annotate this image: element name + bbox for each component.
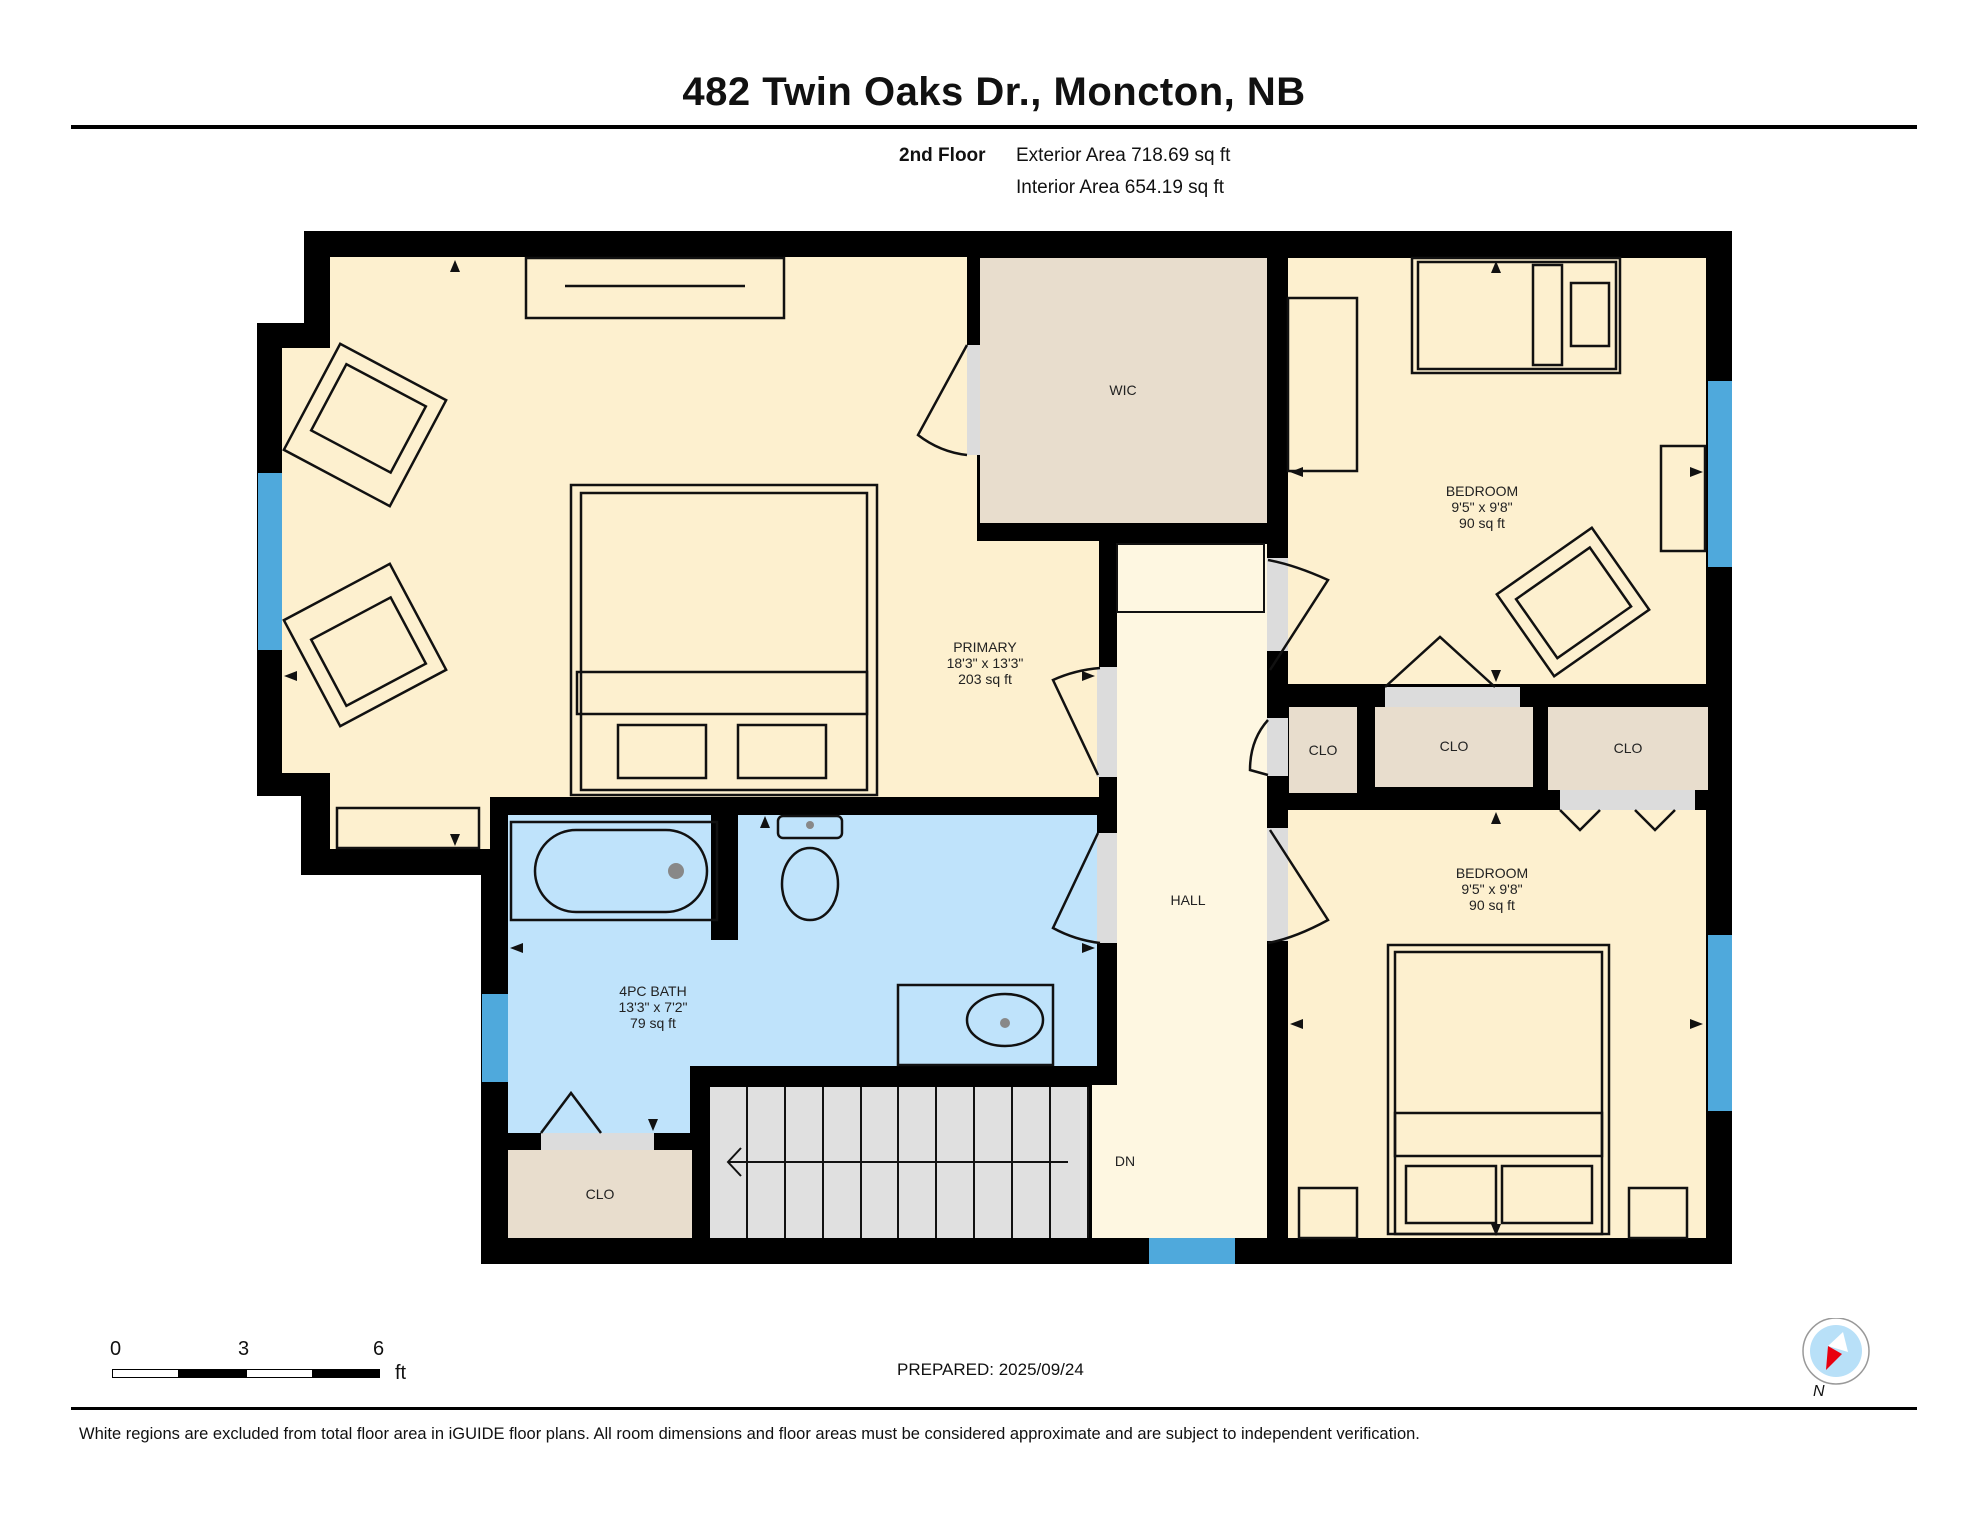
- prepared-date: PREPARED: 2025/09/24: [897, 1360, 1084, 1379]
- bedroom2-area: 90 sq ft: [1469, 897, 1515, 913]
- wic-label: WIC: [1109, 382, 1136, 398]
- room-closet-2: [1375, 707, 1533, 787]
- bedroom2-dims: 9'5" x 9'8": [1461, 881, 1522, 897]
- bath-area: 79 sq ft: [630, 1015, 676, 1031]
- furniture: [282, 256, 1707, 1240]
- room-closet-3: [1548, 707, 1708, 790]
- primary-area: 203 sq ft: [958, 671, 1012, 687]
- closet-4-label: CLO: [586, 1186, 615, 1202]
- door-swings: [540, 344, 1676, 1134]
- compass-north-label: N: [1813, 1383, 1825, 1398]
- closet-2-label: CLO: [1440, 738, 1469, 754]
- room-closet-1: [1289, 707, 1357, 793]
- scale-unit: ft: [395, 1362, 407, 1384]
- bedroom1-name: BEDROOM: [1446, 483, 1518, 499]
- scale-tick-0: 0: [110, 1338, 122, 1360]
- header-divider: [71, 125, 1917, 129]
- property-address-title: 482 Twin Oaks Dr., Moncton, NB: [682, 70, 1306, 114]
- room-wic: [980, 258, 1267, 523]
- scale-tick-6: 6: [373, 1338, 385, 1360]
- footer-divider: [71, 1407, 1917, 1410]
- closet-1-label: CLO: [1309, 742, 1338, 758]
- floor-label: 2nd Floor: [899, 145, 986, 166]
- north-compass-icon: N: [1800, 1317, 1872, 1400]
- closet-3-label: CLO: [1614, 740, 1643, 756]
- bedroom2-name: BEDROOM: [1456, 865, 1528, 881]
- room-hall: [1117, 544, 1267, 1238]
- room-primary: [282, 257, 1099, 849]
- scale-bar: 0 3 6 ft: [110, 1338, 430, 1388]
- bedroom1-dims: 9'5" x 9'8": [1451, 499, 1512, 515]
- exterior-area: Exterior Area 718.69 sq ft: [1016, 145, 1231, 166]
- footer-disclaimer: White regions are excluded from total fl…: [79, 1425, 1420, 1443]
- bedroom1-area: 90 sq ft: [1459, 515, 1505, 531]
- hall-label: HALL: [1170, 892, 1205, 908]
- stairs-label: DN: [1115, 1153, 1135, 1169]
- room-bath-closet: [508, 1150, 692, 1238]
- dimension-arrows: [284, 260, 1703, 1236]
- primary-dims: 18'3" x 13'3": [947, 655, 1024, 671]
- interior-area: Interior Area 654.19 sq ft: [1016, 177, 1225, 198]
- scale-tick-3: 3: [238, 1338, 250, 1360]
- primary-name: PRIMARY: [953, 639, 1017, 655]
- door-openings: [541, 345, 1695, 1150]
- bath-dims: 13'3" x 7'2": [619, 999, 688, 1015]
- windows: [258, 381, 1732, 1264]
- room-labels: PRIMARY 18'3" x 13'3" 203 sq ft WIC BEDR…: [586, 382, 1643, 1202]
- room-bath: [508, 815, 1097, 1133]
- bath-name: 4PC BATH: [619, 983, 686, 999]
